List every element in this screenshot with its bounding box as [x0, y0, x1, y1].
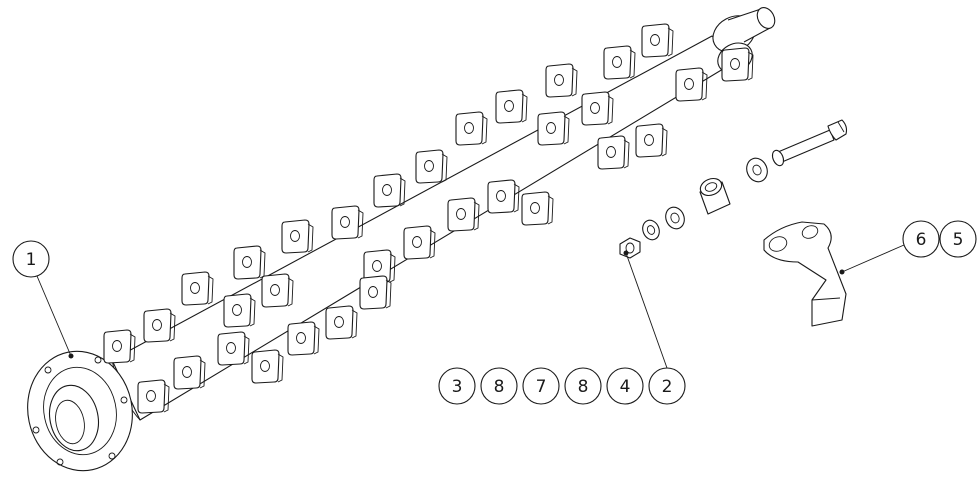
balloon-row-3: 3 — [452, 377, 463, 397]
washer-small — [642, 219, 660, 241]
hex-nut — [619, 237, 641, 259]
balloon-row-4: 4 — [620, 377, 631, 397]
bolt — [771, 119, 848, 167]
balloon-1: 1 — [12, 240, 50, 278]
washer-large — [746, 157, 768, 183]
balloon-row-2: 2 — [662, 377, 673, 397]
svg-text:5: 5 — [953, 230, 964, 250]
balloon-row-8b: 8 — [578, 377, 589, 397]
rotor-shaft — [27, 7, 776, 472]
balloon-row-8a: 8 — [494, 377, 505, 397]
washer-medium — [665, 206, 685, 230]
leader-lines — [36, 244, 905, 369]
svg-text:1: 1 — [26, 250, 37, 270]
flange-end — [27, 350, 133, 472]
svg-text:6: 6 — [916, 230, 927, 250]
balloon-row: 3 8 7 8 4 2 — [438, 367, 686, 405]
balloon-5: 5 — [939, 220, 977, 258]
flail — [763, 221, 847, 327]
balloon-6: 6 — [902, 220, 940, 258]
bushing — [699, 177, 731, 215]
balloon-row-7: 7 — [536, 377, 547, 397]
